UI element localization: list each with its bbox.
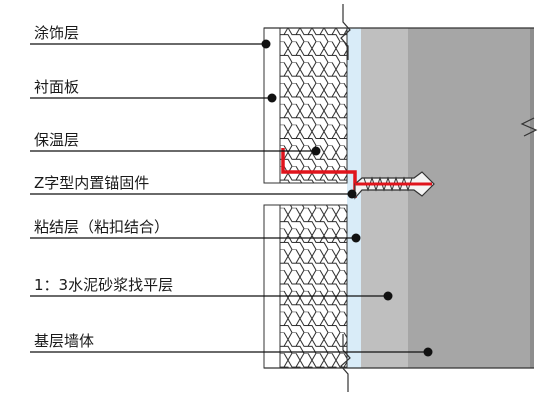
base-wall-layer xyxy=(408,28,534,368)
facing-board-lower xyxy=(263,204,281,369)
label-anchor: Z字型内置锚固件 xyxy=(34,174,150,192)
break-symbol-top xyxy=(340,4,351,60)
leader-dot-insulation xyxy=(311,146,321,156)
base-wall-edge xyxy=(530,28,534,368)
label-insulation: 保温层 xyxy=(34,131,80,149)
wall-break-symbol xyxy=(520,117,538,137)
leader-dot-base-wall xyxy=(423,347,433,357)
break-symbol-bottom xyxy=(340,334,351,392)
label-base-wall: 基层墙体 xyxy=(34,332,95,350)
insulation-lower xyxy=(279,204,348,369)
leader-dot-leveling xyxy=(383,291,393,301)
label-facing-board: 衬面板 xyxy=(34,78,80,96)
insulation-upper xyxy=(279,27,348,184)
label-coating: 涂饰层 xyxy=(34,24,80,42)
label-bonding: 粘结层（粘扣结合） xyxy=(34,218,170,236)
leader-dot-anchor xyxy=(347,189,357,199)
leader-dot-bonding xyxy=(351,233,361,243)
leader-dot-coating xyxy=(261,39,271,49)
leveling-layer xyxy=(360,28,408,368)
facing-board-upper xyxy=(263,27,281,184)
label-leveling: 1：3水泥砂浆找平层 xyxy=(34,276,174,294)
bolt-threads xyxy=(363,176,413,192)
leader-dot-facing-board xyxy=(267,93,277,103)
